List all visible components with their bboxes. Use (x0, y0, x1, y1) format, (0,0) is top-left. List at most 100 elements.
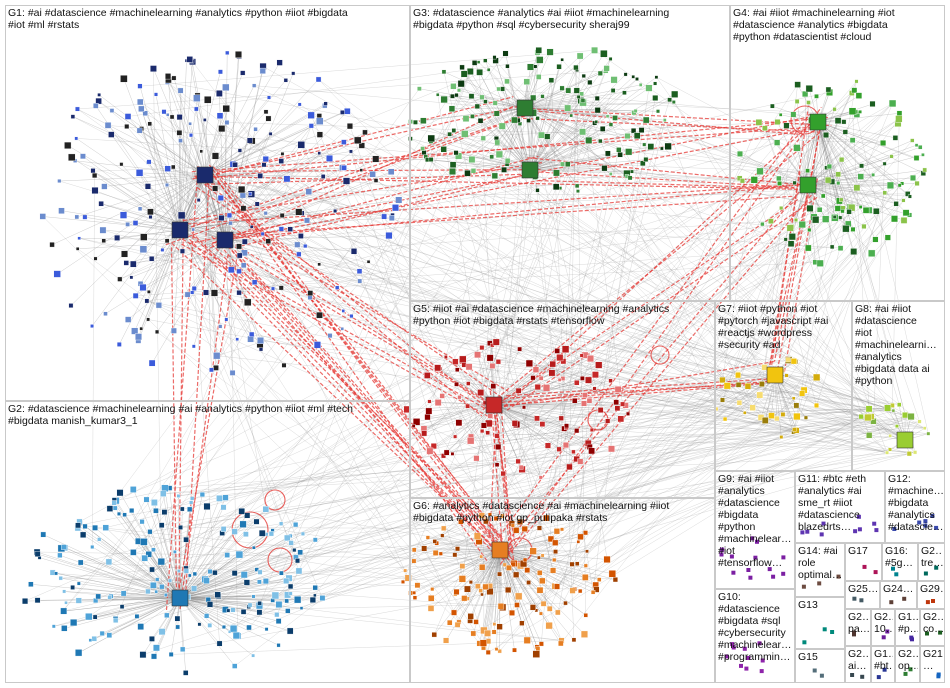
edge (224, 235, 390, 241)
edge (489, 112, 534, 587)
node (917, 520, 922, 525)
node (308, 123, 314, 129)
node (262, 506, 270, 513)
node (274, 612, 280, 618)
node (720, 397, 725, 403)
edge (464, 133, 809, 249)
edge (179, 597, 186, 673)
node (631, 74, 635, 79)
edge (529, 90, 614, 171)
edge (268, 181, 833, 242)
node (147, 121, 152, 127)
edge (464, 73, 531, 171)
edge (402, 549, 501, 582)
node (562, 442, 569, 449)
hub-node (216, 231, 234, 249)
edge (556, 393, 803, 587)
node (167, 578, 172, 583)
node (265, 115, 272, 122)
node (620, 401, 626, 407)
node (491, 172, 498, 179)
node (295, 558, 301, 564)
group-label-g18: G2… pa… (848, 611, 869, 636)
node (921, 153, 925, 157)
edge (589, 446, 608, 560)
edge (62, 51, 551, 612)
edge (204, 105, 325, 176)
group-box-g9 (715, 471, 795, 589)
node (526, 118, 531, 123)
edge (622, 373, 739, 405)
node (316, 311, 323, 319)
node (428, 595, 435, 602)
edge (78, 455, 444, 653)
edge (817, 121, 897, 204)
edge (139, 130, 206, 176)
edge (529, 128, 603, 171)
edge (64, 591, 562, 641)
edge (192, 292, 323, 599)
strong-edge (170, 244, 178, 606)
node (176, 569, 181, 573)
edge (499, 355, 586, 575)
edge (281, 361, 796, 524)
edge (524, 107, 636, 112)
node (137, 623, 145, 630)
node (838, 215, 843, 220)
node (480, 422, 487, 429)
edge (63, 546, 181, 599)
node (244, 298, 252, 306)
node (585, 376, 592, 384)
edge (498, 88, 794, 115)
edge (493, 404, 565, 429)
strong-edge (191, 231, 501, 538)
node (147, 208, 154, 216)
strong-edge (200, 177, 498, 417)
node (226, 608, 231, 613)
node (213, 352, 221, 360)
edge (179, 62, 280, 231)
node (148, 256, 155, 262)
node (139, 283, 147, 291)
edge (72, 116, 206, 176)
node (150, 653, 157, 660)
node (253, 518, 260, 525)
node (509, 609, 515, 616)
edge (529, 130, 634, 171)
edge (167, 76, 206, 176)
edge (192, 428, 797, 499)
group-box-g12 (885, 471, 945, 543)
edge (529, 74, 626, 171)
edge (774, 374, 795, 430)
strong-edge (498, 382, 763, 400)
node (494, 647, 499, 651)
strong-edge (503, 189, 802, 546)
node (90, 324, 95, 328)
group-box-g22 (895, 646, 920, 683)
node (834, 205, 841, 212)
node (802, 90, 809, 98)
node (171, 164, 176, 170)
node (505, 586, 512, 593)
self-loop (264, 489, 286, 511)
edge (563, 173, 611, 362)
edge (204, 115, 221, 176)
edge (77, 108, 441, 369)
node (873, 207, 880, 215)
node (907, 413, 915, 421)
edge (529, 98, 598, 171)
node (130, 549, 137, 556)
node (68, 153, 76, 161)
node (868, 249, 876, 257)
edge (727, 385, 900, 405)
node (888, 447, 892, 452)
node (767, 567, 772, 572)
edge (493, 404, 592, 431)
edge (572, 416, 862, 591)
group-label-g14: G14: #ai role optimal… (798, 545, 843, 582)
edge (133, 489, 181, 599)
node (211, 152, 220, 160)
edge (581, 355, 909, 436)
node (93, 256, 98, 261)
edge (493, 404, 562, 419)
